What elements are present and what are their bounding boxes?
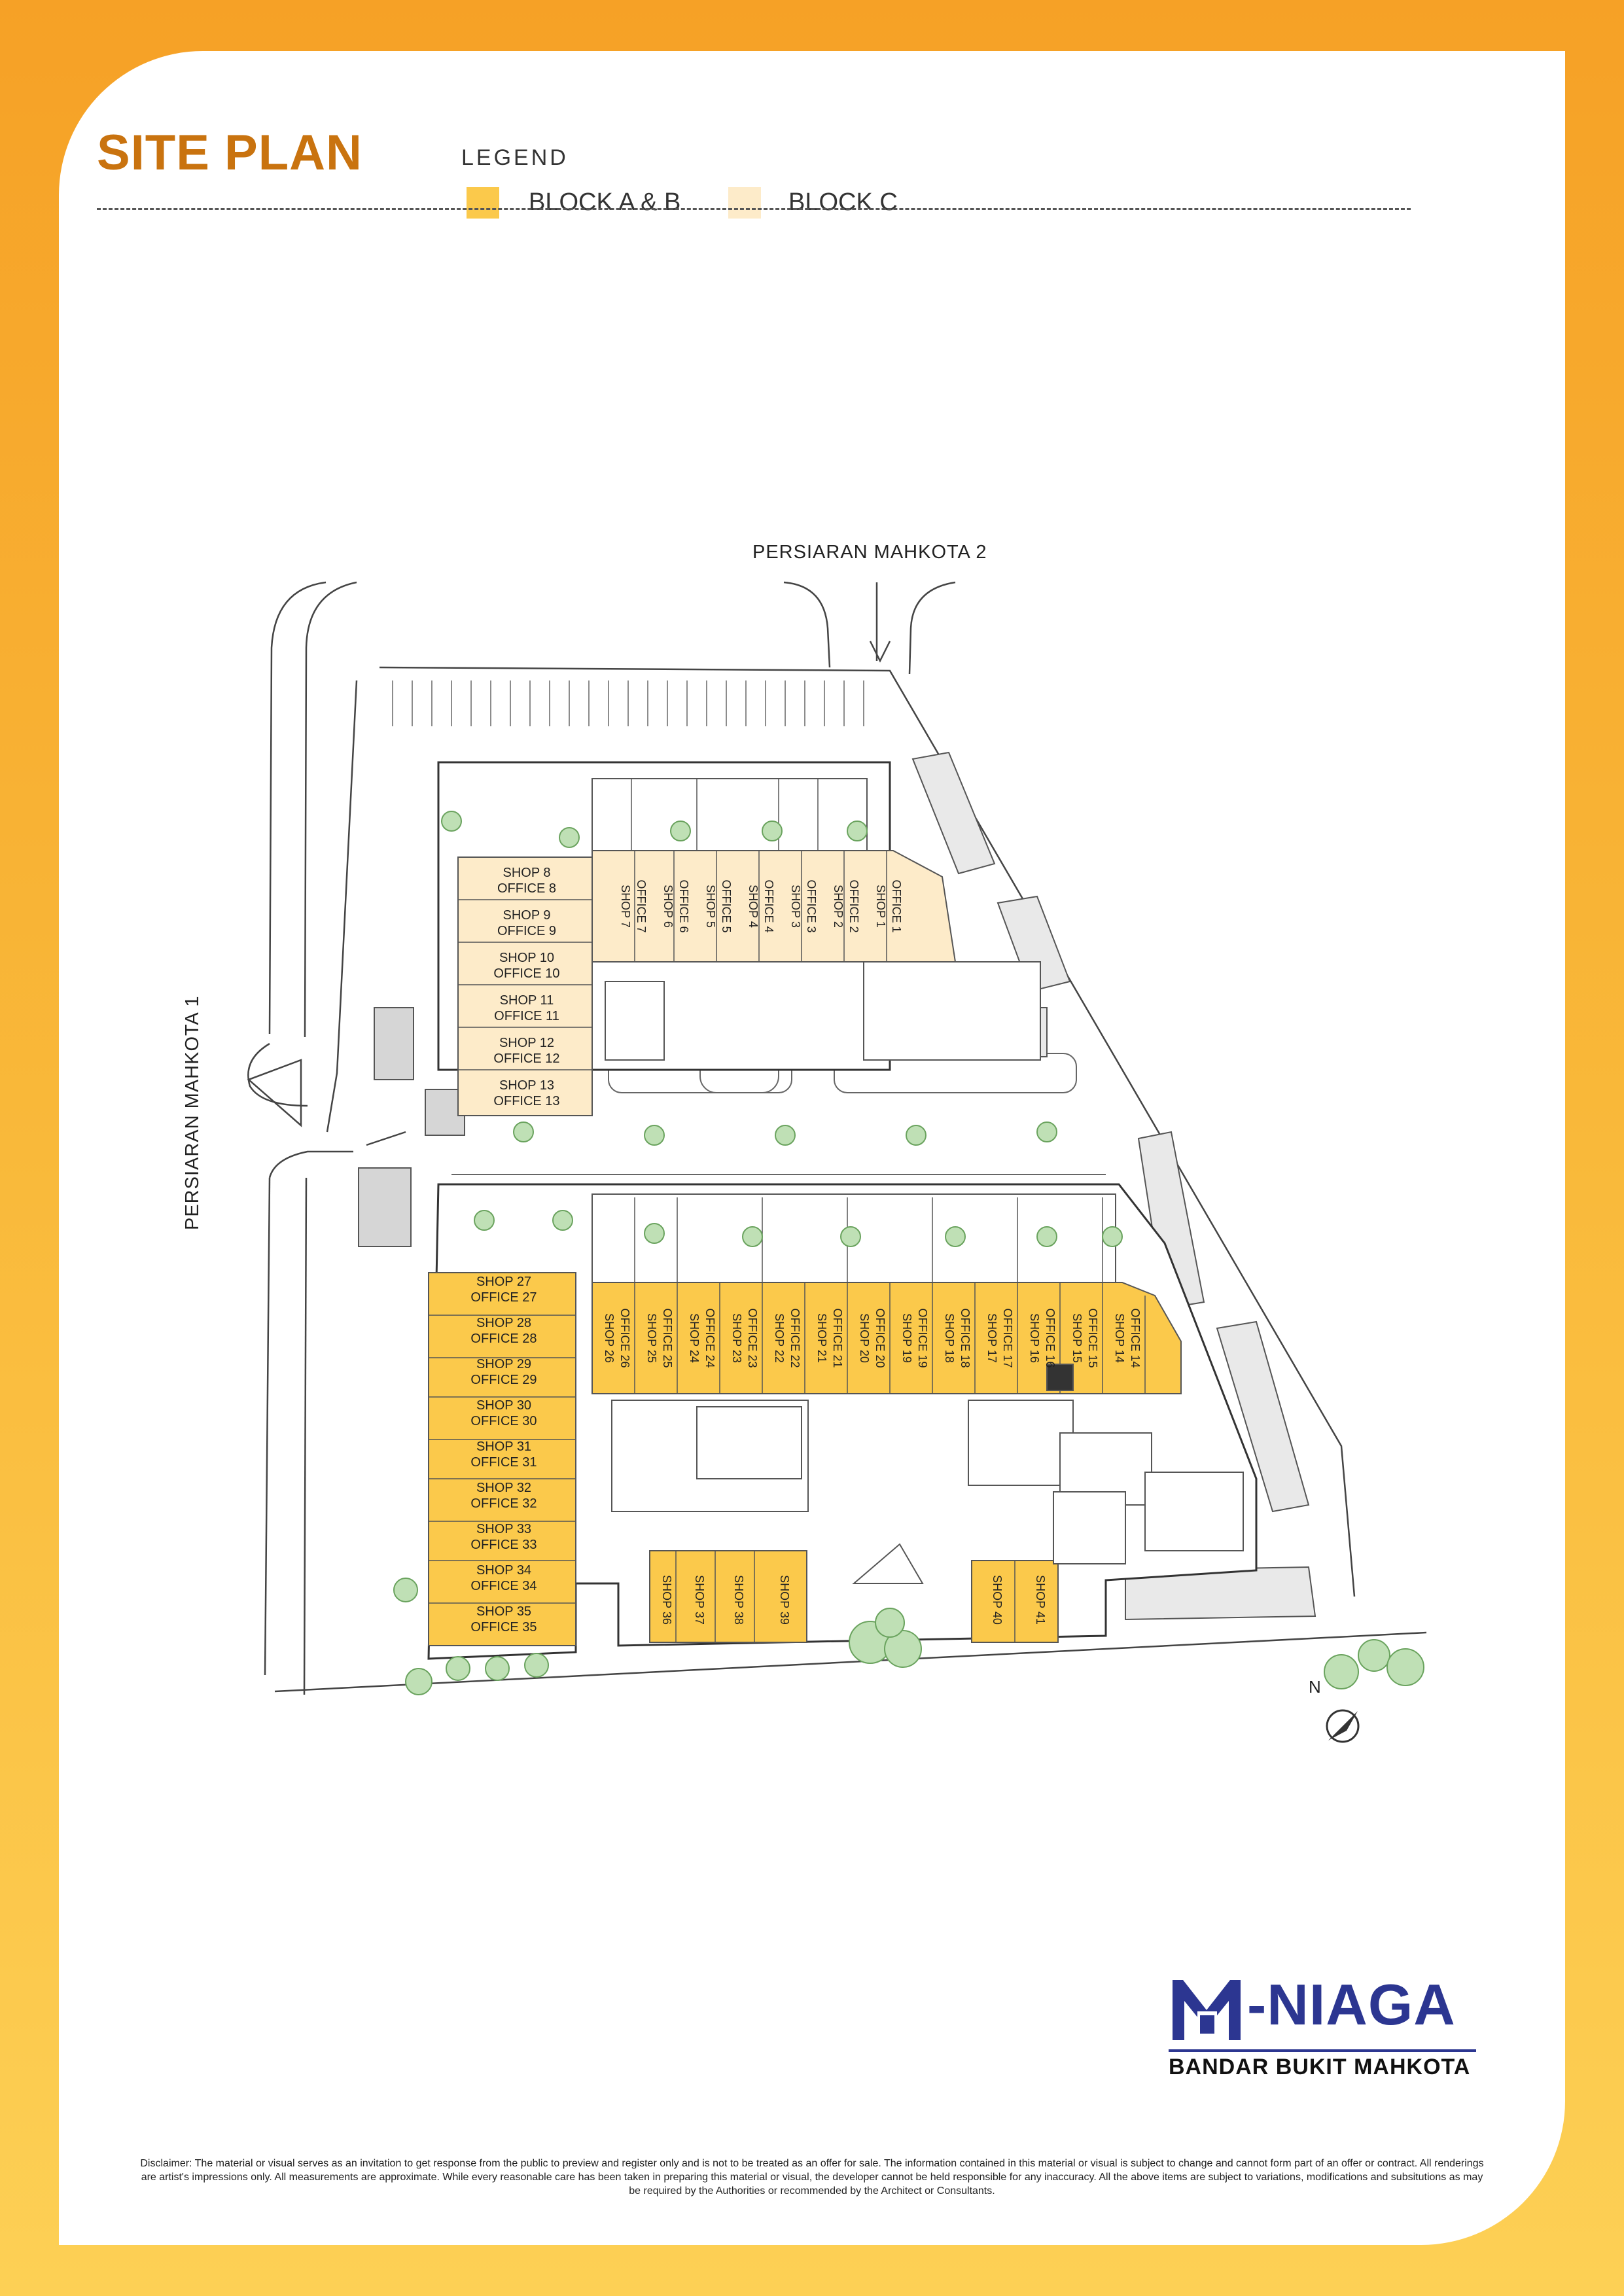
unit-label-shop: SHOP 16 [1028, 1313, 1041, 1363]
legend-swatch-block-ab [467, 187, 499, 219]
road-label-north: PERSIARAN MAHKOTA 2 [752, 542, 987, 563]
unit-label-office: OFFICE 9 [497, 924, 556, 938]
unit-label-office: OFFICE 24 [703, 1308, 716, 1368]
disclaimer-text: Disclaimer: The material or visual serve… [140, 2158, 1484, 2197]
brand-underline [1169, 2049, 1476, 2052]
unit-label-shop: SHOP 12 [499, 1036, 554, 1050]
unit-label-shop: SHOP 13 [499, 1078, 554, 1093]
unit-label-shop: SHOP 6 [662, 885, 675, 928]
unit-label-shop: SHOP 30 [476, 1398, 531, 1413]
parking-north [392, 680, 864, 726]
legend-label-block-ab: BLOCK A & B [529, 188, 681, 216]
unit-label-office: OFFICE 31 [470, 1455, 537, 1470]
unit-label-office: OFFICE 27 [470, 1290, 537, 1305]
unit-label-shop: SHOP 36 [660, 1575, 673, 1625]
legend-heading: LEGEND [461, 145, 569, 170]
page-title: SITE PLAN [97, 125, 362, 181]
unit-label-shop: SHOP 19 [900, 1313, 913, 1363]
unit-label-shop: SHOP 33 [476, 1522, 531, 1536]
brand-name: -NIAGA [1247, 1972, 1456, 2037]
unit-label-shop: SHOP 39 [778, 1575, 791, 1625]
unit-label-office: OFFICE 16 [1044, 1308, 1057, 1368]
unit-label-shop: SHOP 18 [943, 1313, 956, 1363]
brand-subtitle: BANDAR BUKIT MAHKOTA [1169, 2055, 1471, 2079]
unit-label-shop: SHOP 14 [1113, 1313, 1126, 1363]
unit-label-shop: SHOP 23 [730, 1313, 743, 1363]
unit-label-shop: SHOP 26 [603, 1313, 616, 1363]
unit-label-office: OFFICE 3 [805, 879, 818, 932]
unit-label-shop: SHOP 41 [1034, 1575, 1047, 1625]
unit-label-office: OFFICE 13 [493, 1094, 559, 1108]
landscape-trees [393, 811, 1424, 1695]
unit-label-office: OFFICE 15 [1086, 1308, 1099, 1368]
unit-label-office: OFFICE 19 [916, 1308, 929, 1368]
unit-label-shop: SHOP 25 [645, 1313, 658, 1363]
header-divider [97, 208, 1411, 210]
unit-label-shop: SHOP 21 [815, 1313, 828, 1363]
unit-label-shop: SHOP 10 [499, 951, 554, 965]
unit-label-office: OFFICE 6 [677, 879, 690, 932]
unit-label-office: OFFICE 23 [746, 1308, 759, 1368]
unit-label-office: OFFICE 35 [470, 1620, 537, 1634]
legend-swatch-block-c [728, 187, 761, 219]
unit-label-shop: SHOP 34 [476, 1563, 531, 1578]
unit-label-office: OFFICE 14 [1129, 1308, 1142, 1368]
unit-label-office: OFFICE 34 [470, 1579, 537, 1593]
compass-label: N [1309, 1677, 1321, 1697]
unit-label-office: OFFICE 25 [661, 1308, 674, 1368]
unit-label-office: OFFICE 2 [847, 879, 860, 932]
unit-label-office: OFFICE 22 [788, 1308, 802, 1368]
unit-label-shop: SHOP 3 [789, 885, 802, 928]
unit-label-office: OFFICE 29 [470, 1373, 537, 1387]
unit-label-shop: SHOP 32 [476, 1481, 531, 1495]
unit-label-shop: SHOP 4 [747, 885, 760, 928]
unit-label-shop: SHOP 15 [1070, 1313, 1084, 1363]
page-card [59, 51, 1565, 2245]
unit-label-office: OFFICE 8 [497, 881, 556, 896]
unit-label-shop: SHOP 8 [503, 866, 551, 880]
unit-label-shop: SHOP 24 [688, 1313, 701, 1363]
unit-label-shop: SHOP 7 [619, 885, 632, 928]
unit-label-shop: SHOP 22 [773, 1313, 786, 1363]
unit-label-office: OFFICE 17 [1001, 1308, 1014, 1368]
road-network [247, 581, 1427, 1695]
unit-label-shop: SHOP 11 [500, 993, 554, 1008]
unit-label-office: OFFICE 20 [874, 1308, 887, 1368]
block-c [437, 761, 1041, 1116]
unit-label-shop: SHOP 29 [476, 1357, 531, 1371]
unit-label-office: OFFICE 7 [635, 879, 648, 932]
unit-label-shop: SHOP 9 [503, 908, 551, 923]
unit-label-shop: SHOP 28 [476, 1316, 531, 1330]
compass-icon: N [1309, 1677, 1360, 1743]
unit-label-shop: SHOP 31 [476, 1439, 531, 1454]
unit-label-office: OFFICE 18 [959, 1308, 972, 1368]
unit-label-office: OFFICE 12 [493, 1051, 559, 1066]
unit-label-shop: SHOP 37 [693, 1575, 706, 1625]
unit-label-shop: SHOP 35 [476, 1604, 531, 1619]
block-ab [427, 1183, 1258, 1660]
unit-label-office: OFFICE 4 [762, 879, 775, 932]
unit-label-shop: SHOP 17 [985, 1313, 998, 1363]
unit-label-shop: SHOP 1 [874, 885, 887, 928]
unit-label-office: OFFICE 10 [493, 966, 559, 981]
unit-label-shop: SHOP 40 [991, 1575, 1004, 1625]
unit-label-office: OFFICE 5 [720, 879, 733, 932]
unit-label-office: OFFICE 26 [618, 1308, 631, 1368]
brand-mark-icon [1173, 1980, 1241, 2040]
unit-label-office: OFFICE 33 [470, 1538, 537, 1552]
legend-label-block-c: BLOCK C [788, 188, 898, 216]
unit-label-shop: SHOP 27 [476, 1275, 531, 1289]
unit-label-shop: SHOP 2 [832, 885, 845, 928]
unit-label-office: OFFICE 28 [470, 1332, 537, 1346]
unit-label-office: OFFICE 21 [831, 1308, 844, 1368]
unit-label-shop: SHOP 5 [704, 885, 717, 928]
unit-label-office: OFFICE 30 [470, 1414, 537, 1428]
unit-label-shop: SHOP 20 [858, 1313, 871, 1363]
unit-label-office: OFFICE 11 [494, 1009, 559, 1023]
unit-label-shop: SHOP 38 [732, 1575, 745, 1625]
unit-label-office: OFFICE 1 [890, 879, 903, 932]
unit-label-office: OFFICE 32 [470, 1496, 537, 1511]
